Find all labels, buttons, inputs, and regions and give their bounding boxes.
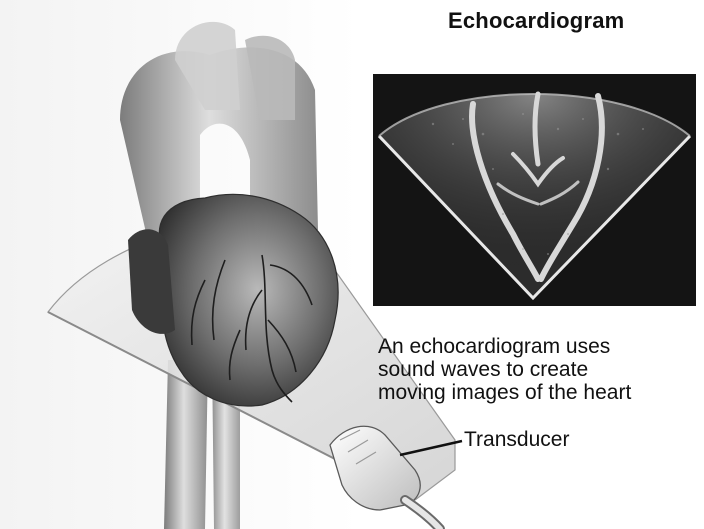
transducer-label: Transducer <box>464 428 569 452</box>
caption-line-2: sound waves to create <box>378 358 698 381</box>
caption-line-3: moving images of the heart <box>378 381 698 404</box>
caption-text: An echocardiogram uses sound waves to cr… <box>378 335 698 404</box>
echo-sector-image <box>373 74 696 306</box>
echo-image-panel <box>373 74 696 306</box>
caption-line-1: An echocardiogram uses <box>378 335 698 358</box>
diagram-title: Echocardiogram <box>448 8 624 34</box>
